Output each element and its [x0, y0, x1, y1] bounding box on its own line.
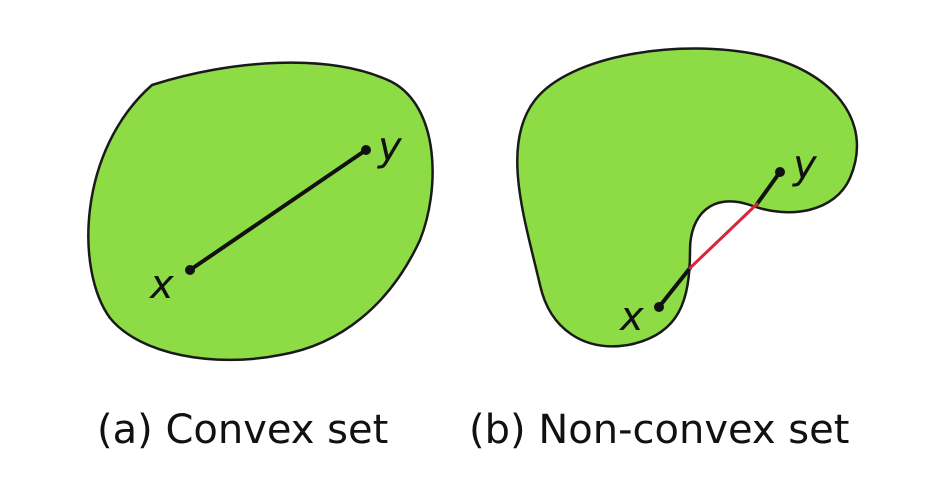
segment-xy-convex [188, 148, 368, 272]
label-y-nonconvex: y [792, 142, 818, 188]
caption-nonconvex-set: (b) Non-convex set [469, 407, 850, 453]
point-x-convex [185, 265, 195, 275]
segment-xy-inside-lower [657, 266, 692, 309]
label-x-convex: x [148, 262, 174, 308]
panel-convex: x y [87, 61, 434, 362]
label-x-nonconvex: x [618, 294, 644, 340]
caption-convex-set: (a) Convex set [97, 407, 389, 453]
point-x-nonconvex [654, 302, 664, 312]
segment-xy-outside [688, 202, 759, 270]
panel-nonconvex: x y [516, 47, 859, 348]
point-y-nonconvex [775, 167, 785, 177]
convex-region [87, 61, 434, 362]
point-y-convex [361, 145, 371, 155]
label-y-convex: y [377, 124, 403, 170]
segment-xy-inside-upper [755, 170, 782, 206]
nonconvex-region [516, 47, 859, 348]
